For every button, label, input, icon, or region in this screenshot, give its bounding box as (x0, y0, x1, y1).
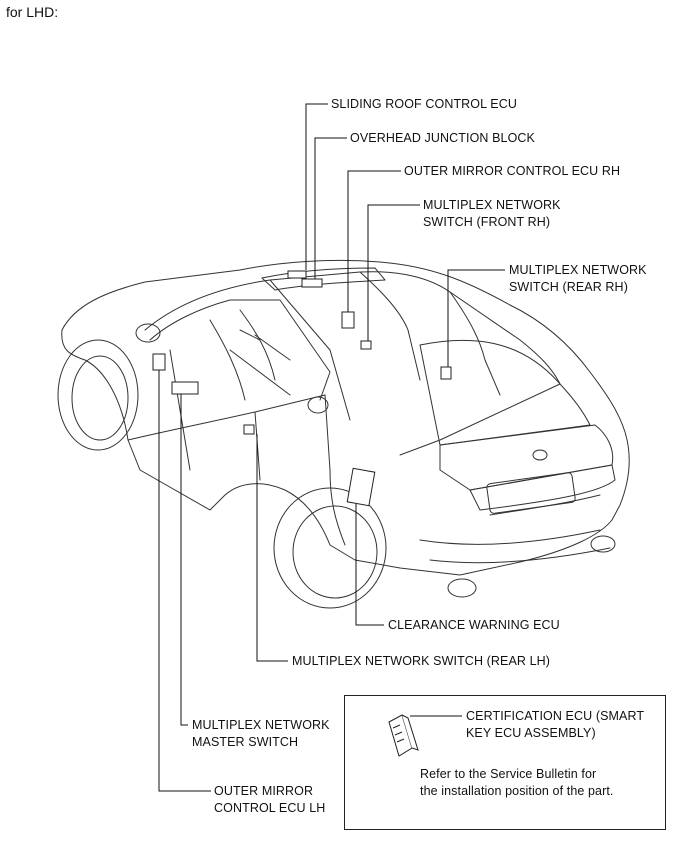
mpx-switch-front-rh-marker (360, 340, 372, 350)
label-mpx-switch-front-rh-line1: MULTIPLEX NETWORK (423, 198, 561, 212)
mpx-switch-rear-lh-marker (243, 424, 255, 435)
label-overhead-junction-block: OVERHEAD JUNCTION BLOCK (350, 131, 535, 145)
inset-note-line2: the installation position of the part. (420, 784, 614, 798)
label-outer-mirror-control-ecu-rh: OUTER MIRROR CONTROL ECU RH (404, 164, 621, 178)
label-mpx-switch-front-rh-line2: SWITCH (FRONT RH) (423, 215, 551, 229)
car-illustration (57, 259, 630, 609)
label-clearance-warning-ecu: CLEARANCE WARNING ECU (388, 618, 560, 632)
label-mpx-switch-rear-lh: MULTIPLEX NETWORK SWITCH (REAR LH) (292, 654, 551, 668)
outer-mirror-ecu-rh-marker (341, 311, 355, 329)
label-outer-mirror-ecu-lh-line1: OUTER MIRROR (214, 784, 314, 798)
label-certification-ecu-line2: KEY ECU ASSEMBLY) (466, 726, 596, 740)
component-markers (152, 270, 452, 507)
label-certification-ecu-line1: CERTIFICATION ECU (SMART (466, 709, 645, 723)
label-outer-mirror-ecu-lh-line2: CONTROL ECU LH (214, 801, 326, 815)
clearance-warning-ecu-marker (346, 467, 376, 507)
outer-mirror-ecu-lh-marker (152, 353, 166, 371)
certification-ecu-inset (344, 695, 666, 830)
label-mpx-switch-rear-rh-line1: MULTIPLEX NETWORK (509, 263, 647, 277)
junction-block-marker (301, 278, 323, 288)
label-mpx-master-switch-line2: MASTER SWITCH (192, 735, 299, 749)
label-mpx-master-switch-line1: MULTIPLEX NETWORK (192, 718, 330, 732)
leader-lines (158, 103, 505, 792)
page-heading: for LHD: (6, 4, 59, 20)
label-sliding-roof-control-ecu: SLIDING ROOF CONTROL ECU (331, 97, 517, 111)
label-mpx-switch-rear-rh-line2: SWITCH (REAR RH) (509, 280, 628, 294)
inset-note-line1: Refer to the Service Bulletin for (420, 767, 597, 781)
sliding-roof-ecu-marker (287, 270, 307, 279)
certification-ecu-drawing (388, 714, 419, 757)
mpx-master-switch-marker (171, 381, 199, 395)
mpx-switch-rear-rh-marker (440, 366, 452, 380)
